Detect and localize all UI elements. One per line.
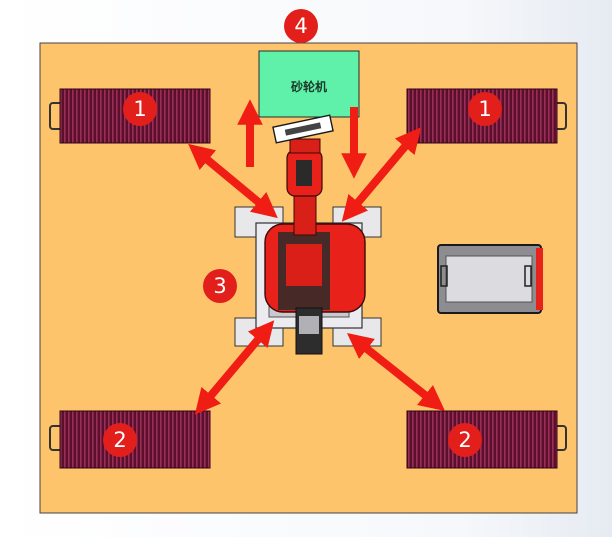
marker-2-bottom-left: 2	[103, 423, 137, 457]
robot-arm	[264, 138, 366, 355]
flow-arrows	[188, 99, 446, 415]
arrow-robot-to-conveyor-top-right	[341, 127, 422, 222]
svg-text:1: 1	[478, 97, 491, 121]
marker-3-robot: 3	[203, 269, 237, 303]
grinder-label: 砂轮机	[290, 79, 327, 94]
svg-text:4: 4	[294, 14, 307, 38]
svg-text:2: 2	[458, 428, 471, 452]
conveyor-bottom-right	[406, 410, 567, 469]
grinding-machine: 砂轮机	[258, 50, 360, 118]
marker-1-top-left: 1	[123, 92, 157, 126]
svg-text:2: 2	[113, 428, 126, 452]
arrow-robot-to-conveyor-bottom-right	[346, 333, 446, 411]
svg-text:3: 3	[213, 274, 226, 298]
arrow-robot-to-conveyor-bottom-left	[194, 320, 275, 415]
marker-1-top-right: 1	[468, 92, 502, 126]
marker-2-bottom-right: 2	[448, 423, 482, 457]
workpiece-tray	[437, 244, 543, 314]
svg-text:1: 1	[133, 97, 146, 121]
robot-gripper	[272, 114, 334, 144]
marker-4-grinder: 4	[284, 9, 318, 43]
arrow-robot-to-conveyor-top-left	[188, 143, 278, 219]
